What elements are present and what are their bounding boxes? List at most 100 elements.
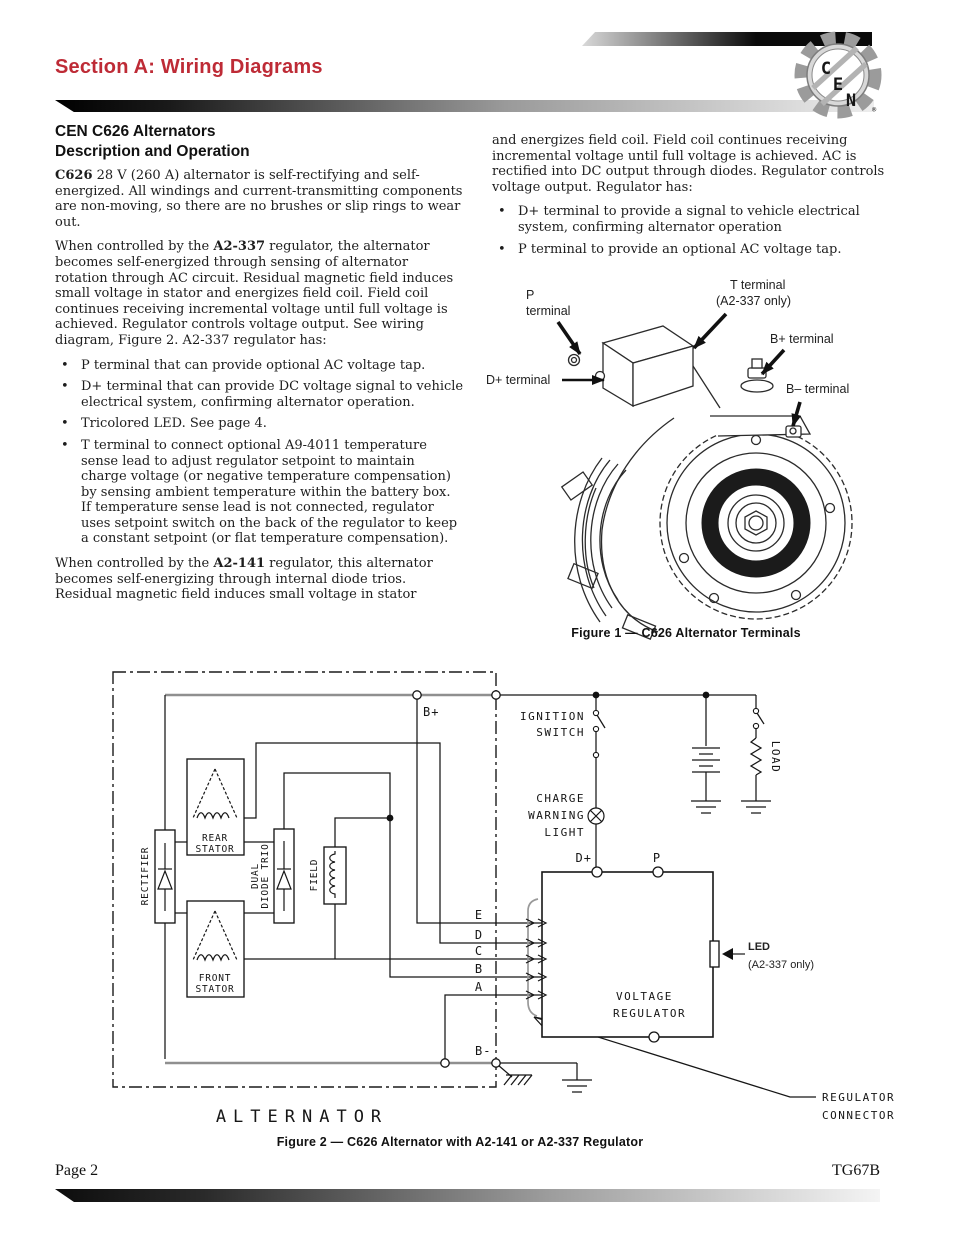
pin-label-b: B — [475, 962, 483, 976]
charge-warning-label-3: LIGHT — [544, 826, 585, 839]
front-stator-label-1: FRONT — [199, 973, 232, 984]
bullet-text: T terminal to connect optional A9-4011 t… — [81, 437, 458, 547]
load-label: LOAD — [769, 741, 782, 774]
paragraph-text: regulator, the alternator becomes self-e… — [55, 239, 454, 348]
fig2-dplus-label: D+ — [576, 851, 592, 865]
bullet-item: • P terminal that can provide optional A… — [55, 358, 464, 374]
footer-doc-code: TG67B — [832, 1162, 880, 1179]
bullet-item: • Tricolored LED. See page 4. — [55, 416, 464, 432]
fig2-bplus-label: B+ — [423, 705, 439, 719]
alternator-title: ALTERNATOR — [216, 1107, 388, 1127]
bullet-text: D+ terminal to provide a signal to vehic… — [518, 204, 860, 235]
paragraph-text: 28 V (260 A) alternator is self-rectifyi… — [55, 168, 463, 230]
model-number: C626 — [55, 168, 93, 183]
figure1-callout-arrows — [556, 312, 802, 427]
figure1-caption: Figure 1 — C626 Alternator Terminals — [571, 626, 800, 640]
bullet-marker: • — [61, 437, 69, 453]
bullet-marker: • — [498, 241, 506, 257]
rectifier-box — [154, 829, 176, 924]
regulator-model: A2-337 — [213, 239, 266, 255]
bullet-marker: • — [498, 204, 506, 220]
bullet-text: Tricolored LED. See page 4. — [81, 416, 267, 432]
fig1-label-t-terminal-2: (A2-337 only) — [716, 294, 791, 308]
logo-letter-c: C — [821, 59, 831, 79]
figure2-wiring-diagram: B+ B- RECTIFIER REAR STATOR FRONT STATOR… — [112, 671, 895, 1149]
fig1-label-dplus-terminal: D+ terminal — [486, 373, 550, 387]
header-rule-bar — [55, 100, 874, 112]
paragraph: When controlled by the A2-337 regulator,… — [55, 239, 464, 348]
page-title: Section A: Wiring Diagrams — [55, 56, 323, 78]
section-heading-line2: Description and Operation — [55, 142, 250, 160]
rear-stator-label-1: REAR — [202, 833, 228, 844]
figure1-alternator-terminals: P terminal T terminal (A2-337 only) B+ t… — [486, 278, 853, 640]
fig1-label-t-terminal: T terminal — [730, 278, 785, 292]
rear-stator-label-2: STATOR — [195, 844, 234, 855]
paragraph-text: When controlled by the — [55, 239, 214, 255]
paragraph: When controlled by the A2-141 regulator,… — [55, 556, 464, 603]
led-sub-label: (A2-337 only) — [748, 959, 814, 971]
paragraph-text: When controlled by the — [55, 556, 214, 572]
field-label: FIELD — [309, 859, 320, 892]
bullet-text: P terminal that can provide optional AC … — [81, 357, 426, 373]
pin-label-d: D — [475, 928, 483, 942]
bullet-item: • D+ terminal that can provide DC voltag… — [55, 379, 464, 410]
voltage-regulator-label-1: VOLTAGE — [616, 990, 673, 1003]
bullet-item: • P terminal to provide an optional AC v… — [492, 242, 907, 258]
pin-label-a: A — [475, 980, 483, 994]
footer-page-number: Page 2 — [55, 1162, 99, 1179]
diode-trio-label-2: DIODE TRIO — [260, 843, 271, 908]
regulator-connector-bracket — [527, 898, 539, 1017]
regulator-model: A2-141 — [213, 556, 266, 572]
section-heading-line1: CEN C626 Alternators — [55, 123, 216, 140]
bullet-marker: • — [61, 379, 69, 395]
rectifier-label: RECTIFIER — [140, 847, 151, 906]
pin-label-c: C — [475, 944, 483, 958]
fig1-label-bminus-terminal: B– terminal — [786, 382, 849, 396]
logo-letter-e: E — [833, 75, 843, 95]
bus-wires — [165, 693, 493, 1065]
footer-bar — [55, 1189, 880, 1202]
header-top-bar — [582, 32, 872, 46]
bullet-marker: • — [61, 416, 69, 432]
right-column: and energizes field coil. Field coil con… — [492, 126, 907, 266]
front-stator-box — [186, 900, 245, 998]
alternator-line-art — [560, 325, 853, 640]
bullet-list: • P terminal that can provide optional A… — [55, 358, 464, 548]
regulator-connector-label-1: REGULATOR — [822, 1091, 895, 1104]
bullet-text: P terminal to provide an optional AC vol… — [518, 241, 842, 257]
junction-nodes — [386, 690, 760, 1068]
paragraph-text: regulator, this alternator becomes self-… — [55, 556, 433, 603]
connector-pin-arrows — [525, 918, 548, 1000]
pin-label-e: E — [475, 908, 483, 922]
bullet-text: D+ terminal that can provide DC voltage … — [81, 379, 464, 410]
cen-logo: C E N ® — [794, 31, 882, 119]
logo-letter-n: N — [846, 91, 856, 111]
regulator-connector-label-2: CONNECTOR — [822, 1109, 895, 1122]
alternator-boundary — [112, 671, 497, 1088]
fig1-label-p-terminal: P — [526, 288, 534, 302]
logo-registered-mark: ® — [872, 106, 877, 114]
fig1-label-bplus-terminal: B+ terminal — [770, 332, 834, 346]
ignition-switch-label-2: SWITCH — [536, 726, 585, 739]
front-stator-label-2: STATOR — [195, 984, 234, 995]
fig1-label-p-terminal-2: terminal — [526, 304, 570, 318]
voltage-regulator-box — [541, 871, 714, 1038]
led-label: LED — [748, 941, 770, 953]
diode-trio-box — [273, 828, 295, 924]
bullet-marker: • — [61, 357, 69, 373]
bullet-item: • D+ terminal to provide a signal to veh… — [492, 204, 907, 235]
paragraph: and energizes field coil. Field coil con… — [492, 133, 885, 195]
bullet-list: • D+ terminal to provide a signal to veh… — [492, 204, 907, 257]
gear-icon — [794, 31, 882, 119]
paragraph: C626 28 V (260 A) alternator is self-rec… — [55, 168, 464, 230]
figure2-caption: Figure 2 — C626 Alternator with A2-141 o… — [277, 1135, 644, 1149]
fig2-bminus-label: B- — [475, 1044, 491, 1058]
diode-trio-label-1: DUAL — [250, 863, 261, 889]
bullet-item: • T terminal to connect optional A9-4011… — [55, 438, 464, 547]
rear-stator-box — [186, 758, 245, 856]
charge-warning-label-2: WARNING — [528, 809, 585, 822]
left-column: CEN C626 Alternators Description and Ope… — [55, 122, 464, 612]
fig2-p-label: P — [653, 851, 661, 865]
ignition-switch-label-1: IGNITION — [520, 710, 585, 723]
